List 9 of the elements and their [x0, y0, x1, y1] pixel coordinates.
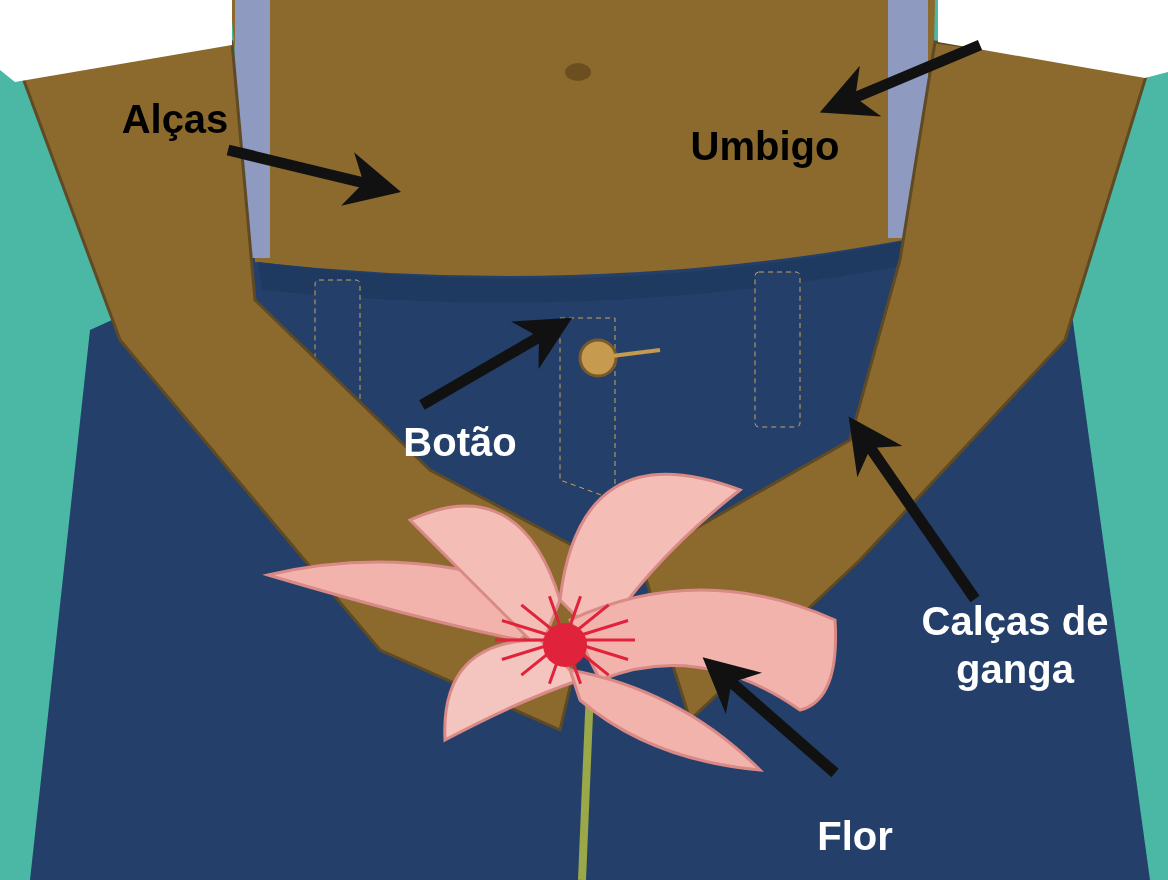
leader-arrow [702, 657, 839, 778]
callout-label: Calças de ganga [920, 598, 1110, 693]
leader-arrow [848, 416, 980, 603]
callout-label: Flor [816, 813, 894, 860]
callout-label: Botão [402, 419, 518, 466]
leader-arrow [819, 39, 983, 117]
leader-arrow [419, 317, 573, 410]
callout-label: Umbigo [689, 123, 841, 170]
callout-label: Alças [120, 96, 230, 143]
